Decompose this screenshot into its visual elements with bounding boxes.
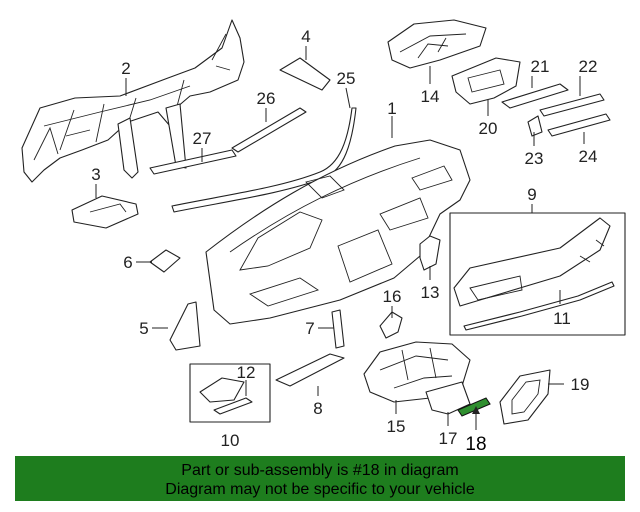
callout-3: 3: [91, 165, 100, 184]
callout-4: 4: [301, 27, 310, 46]
callout-23: 23: [525, 149, 544, 168]
callout-26: 26: [257, 89, 276, 108]
exploded-parts-diagram: 1 2 3 4 5 6 7 8 9 10 11 12 13 14 15 16 1…: [21, 19, 626, 455]
part-7[interactable]: [331, 309, 345, 349]
part-9-group-box[interactable]: [449, 212, 626, 336]
callout-5: 5: [139, 319, 148, 338]
callout-24: 24: [579, 147, 598, 166]
callout-27: 27: [193, 129, 212, 148]
callout-15: 15: [387, 417, 406, 436]
callout-25: 25: [337, 69, 356, 88]
callout-labels: 1 2 3 4 5 6 7 8 9 10 11 12 13 14 15 16 1…: [91, 27, 597, 455]
callout-12: 12: [237, 363, 256, 382]
part-1-instrument-panel[interactable]: [205, 139, 471, 325]
part-21[interactable]: [501, 83, 569, 109]
callout-10: 10: [221, 431, 240, 450]
part-14[interactable]: [387, 19, 487, 69]
part-3[interactable]: [71, 195, 139, 229]
part-20[interactable]: [451, 57, 521, 105]
part-4[interactable]: [279, 57, 331, 91]
leader-lines: [95, 46, 585, 430]
callout-11: 11: [553, 309, 571, 328]
callout-6: 6: [123, 253, 132, 272]
part-22[interactable]: [539, 93, 605, 117]
callout-16: 16: [383, 287, 402, 306]
part-6[interactable]: [149, 249, 181, 273]
part-5[interactable]: [169, 301, 201, 351]
info-banner: Part or sub-assembly is #18 in diagram D…: [15, 456, 625, 501]
callout-7: 7: [305, 319, 314, 338]
part-26[interactable]: [231, 107, 307, 153]
part-19[interactable]: [499, 369, 551, 425]
banner-line-2: Diagram may not be specific to your vehi…: [165, 481, 475, 498]
part-24[interactable]: [547, 113, 611, 137]
part-13[interactable]: [419, 235, 441, 271]
part-18-highlighted[interactable]: [457, 397, 491, 417]
part-16[interactable]: [379, 311, 403, 339]
callout-14: 14: [421, 87, 440, 106]
callout-22: 22: [579, 57, 598, 76]
callout-18: 18: [465, 434, 486, 455]
banner-line-1: Part or sub-assembly is #18 in diagram: [181, 462, 459, 479]
part-27[interactable]: [149, 149, 237, 175]
callout-8: 8: [313, 399, 322, 418]
part-2-crossbeam[interactable]: [21, 19, 245, 183]
part-8[interactable]: [275, 353, 345, 387]
callout-20: 20: [479, 119, 498, 138]
callout-1: 1: [387, 99, 396, 118]
callout-9: 9: [527, 185, 536, 204]
part-25[interactable]: [171, 107, 357, 213]
callout-19: 19: [571, 375, 590, 394]
callout-13: 13: [421, 283, 440, 302]
part-23[interactable]: [527, 115, 543, 137]
part-10-group-box[interactable]: [189, 363, 271, 423]
callout-21: 21: [531, 57, 550, 76]
callout-2: 2: [121, 59, 130, 78]
callout-17: 17: [439, 429, 458, 448]
